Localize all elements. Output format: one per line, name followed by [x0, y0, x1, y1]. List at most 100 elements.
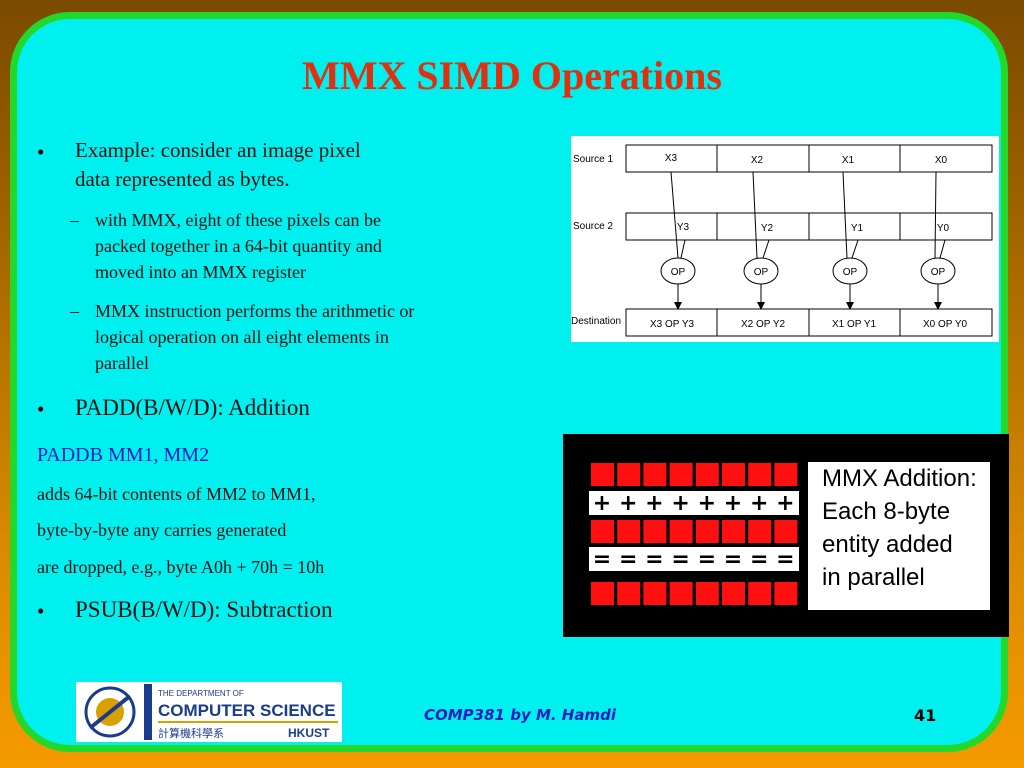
- paddb-line2: byte-by-byte any carries generated: [37, 520, 287, 540]
- equals-sign: =: [724, 547, 742, 572]
- flow-line: [851, 239, 859, 259]
- logo-chinese: 計算機科學系: [158, 726, 224, 740]
- byte-cell: [669, 582, 693, 605]
- byte-cell: [722, 582, 745, 605]
- flow-line: [680, 239, 686, 259]
- flow-line: [934, 171, 937, 259]
- plus-row-bg: [589, 491, 799, 515]
- register-rows: ++++++++========: [591, 463, 798, 605]
- equals-sign: =: [776, 547, 794, 572]
- logo-dept: THE DEPARTMENT OF: [158, 689, 244, 698]
- byte-cell: [774, 582, 798, 605]
- source2-label: Source 2: [573, 221, 613, 232]
- source1-label: Source 1: [573, 154, 613, 165]
- byte-cell: [591, 463, 614, 486]
- source1-cell: X1: [842, 155, 855, 166]
- destination-cell: X3 OP Y3: [650, 319, 695, 330]
- bullet-padd: PADD(B/W/D): Addition: [75, 395, 310, 420]
- plus-sign: +: [593, 491, 611, 516]
- logo-name: COMPUTER SCIENCE: [158, 701, 336, 720]
- bullet-marker: •: [37, 599, 45, 623]
- destination-cell: X0 OP Y0: [923, 319, 968, 330]
- byte-cell: [695, 463, 719, 486]
- dash-marker: –: [70, 210, 79, 230]
- caption-line4: in parallel: [822, 564, 925, 591]
- sub2-line2: logical operation on all eight elements …: [95, 327, 389, 347]
- sub-bullet-pack: – with MMX, eight of these pixels can be…: [70, 207, 525, 285]
- footer-credit: COMP381 by M. Hamdi: [424, 706, 616, 724]
- slide-panel: [10, 12, 1008, 752]
- byte-cell: [617, 520, 641, 543]
- logo-school: HKUST: [288, 726, 330, 740]
- source1-cell: X0: [935, 155, 948, 166]
- byte-cell: [722, 463, 745, 486]
- byte-cell: [748, 520, 772, 543]
- byte-cell: [748, 582, 772, 605]
- mmx-addition-caption: MMX Addition: Each 8-byte entity added i…: [808, 462, 990, 610]
- equals-sign: =: [671, 547, 689, 572]
- caption-line2: Each 8-byte: [822, 498, 951, 525]
- plus-sign: +: [619, 491, 637, 516]
- byte-cell: [591, 520, 614, 543]
- paddb-line1: adds 64-bit contents of MM2 to MM1,: [37, 484, 316, 504]
- addition-svg: ++++++++========: [589, 463, 799, 605]
- dash-marker: –: [70, 301, 79, 321]
- bullet-example-line1: Example: consider an image pixel: [75, 138, 361, 162]
- plus-sign: +: [776, 491, 794, 516]
- paddb-instruction: PADDB MM1, MM2: [37, 444, 210, 466]
- logo-bar: [144, 684, 152, 740]
- op-label: OP: [671, 267, 686, 278]
- logo-emblem: [84, 686, 136, 738]
- plus-sign: +: [750, 491, 768, 516]
- sub1-line2: packed together in a 64-bit quantity and: [95, 236, 382, 256]
- byte-cell: [722, 520, 745, 543]
- sub1-line1: with MMX, eight of these pixels can be: [95, 210, 381, 230]
- byte-cell: [591, 582, 614, 605]
- byte-cell: [774, 520, 798, 543]
- paddb-line3: are dropped, e.g., byte A0h + 70h = 10h: [37, 557, 325, 577]
- simd-diagram: Source 1 Source 2 Destination X3 X2 X1 X…: [571, 136, 999, 342]
- destination-cell: X2 OP Y2: [741, 319, 786, 330]
- equals-sign: =: [750, 547, 768, 572]
- logo-svg: THE DEPARTMENT OF COMPUTER SCIENCE 計算機科學…: [84, 684, 338, 740]
- op-label: OP: [843, 267, 858, 278]
- byte-cell: [748, 463, 772, 486]
- plus-sign: +: [645, 491, 663, 516]
- sub2-line3: parallel: [95, 353, 149, 373]
- caption-line3: entity added: [822, 531, 953, 558]
- flow-line: [670, 171, 679, 259]
- flow-line: [752, 171, 758, 259]
- caption-line1: MMX Addition:: [822, 465, 977, 492]
- equals-sign: =: [619, 547, 637, 572]
- bullet-marker: •: [37, 397, 45, 421]
- op-label: OP: [931, 267, 946, 278]
- byte-cell: [643, 582, 667, 605]
- byte-cell: [695, 582, 719, 605]
- slide-title: MMX SIMD Operations: [302, 53, 722, 98]
- source2-cell: Y1: [851, 223, 864, 234]
- sub2-line1: MMX instruction performs the arithmetic …: [95, 301, 415, 321]
- byte-cell: [669, 520, 693, 543]
- department-logo: THE DEPARTMENT OF COMPUTER SCIENCE 計算機科學…: [76, 682, 342, 742]
- byte-cell: [669, 463, 693, 486]
- byte-cell: [617, 582, 641, 605]
- byte-cell: [695, 520, 719, 543]
- equals-row-bg: [589, 547, 799, 571]
- plus-sign: +: [698, 491, 716, 516]
- destination-cell: X1 OP Y1: [832, 319, 877, 330]
- equals-sign: =: [698, 547, 716, 572]
- byte-cell: [643, 520, 667, 543]
- logo-emblem-stroke: [88, 694, 132, 730]
- flow-line: [939, 239, 946, 259]
- bullet-psub: PSUB(B/W/D): Subtraction: [75, 597, 333, 622]
- bullet-example-line2: data represented as bytes.: [75, 167, 290, 191]
- simd-diagram-svg: Source 1 Source 2 Destination X3 X2 X1 X…: [571, 144, 993, 337]
- source2-cell: Y0: [937, 223, 950, 234]
- source1-cell: X3: [665, 153, 678, 164]
- bullet-marker: •: [37, 140, 45, 164]
- plus-sign: +: [671, 491, 689, 516]
- byte-cell: [617, 463, 641, 486]
- flow-line: [762, 239, 770, 259]
- byte-cell: [643, 463, 667, 486]
- page-number: 41: [914, 706, 937, 725]
